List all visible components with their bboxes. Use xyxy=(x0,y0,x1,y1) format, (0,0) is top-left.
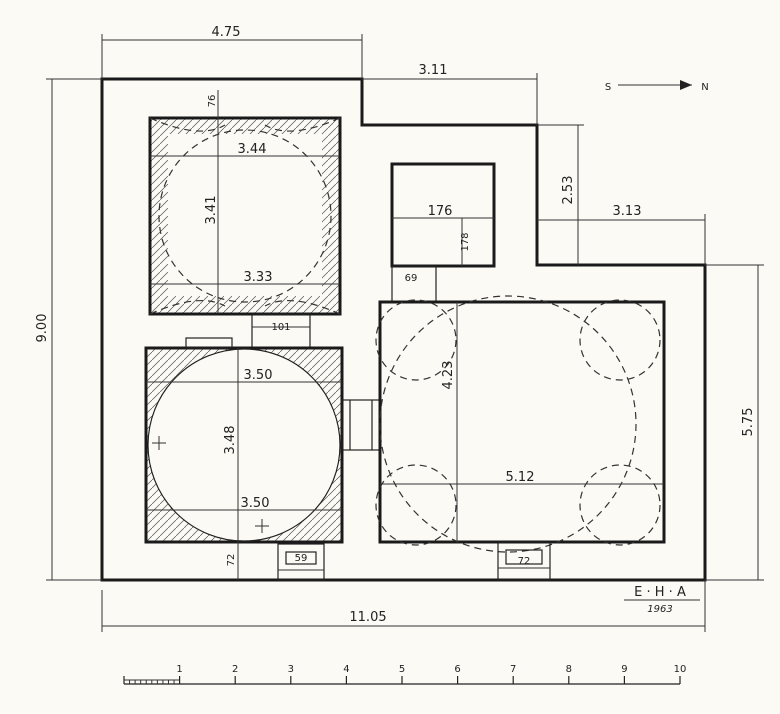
central-corridor xyxy=(341,399,381,451)
sw-domed-room xyxy=(144,337,344,580)
sw-door-width: 59 xyxy=(295,553,308,564)
dim-right-step-width: 3.13 xyxy=(613,204,642,219)
scale-bar: 1 2 3 4 5 6 7 8 9 10 xyxy=(123,664,687,685)
scale-label: 7 xyxy=(510,664,516,675)
scale-label: 6 xyxy=(454,664,460,675)
nw-dome-width-bottom: 3.33 xyxy=(244,270,273,285)
scale-label: 5 xyxy=(399,664,405,675)
sw-dome-width-top: 3.50 xyxy=(244,368,273,383)
scale-label: 1 xyxy=(176,664,182,675)
dim-top-left: 4.75 xyxy=(212,25,241,40)
north-arrow: S N xyxy=(605,80,709,93)
nw-wall: 76 xyxy=(207,95,218,108)
annex-width: 176 xyxy=(428,204,453,219)
scale-label: 3 xyxy=(288,664,294,675)
passage-width: 101 xyxy=(271,322,290,333)
sw-dome-width-bottom: 3.50 xyxy=(241,496,270,511)
east-door xyxy=(497,541,551,581)
signature-year: 1963 xyxy=(647,604,672,615)
north-arrow-right: N xyxy=(701,82,708,93)
dimension-lines xyxy=(46,34,764,632)
scale-label: 2 xyxy=(232,664,238,675)
signature: E · H · A 1963 xyxy=(624,585,700,615)
east-hall-height: 4.23 xyxy=(441,361,456,390)
north-arrow-left: S xyxy=(605,82,611,93)
scale-label: 8 xyxy=(566,664,572,675)
annex-room xyxy=(390,162,496,303)
dim-total-width: 11.05 xyxy=(349,610,386,625)
sw-door xyxy=(277,543,325,581)
dim-right-step-height: 2.53 xyxy=(561,176,576,205)
annex-depth: 178 xyxy=(460,232,471,251)
scale-label: 10 xyxy=(674,664,687,675)
scale-label: 4 xyxy=(343,664,349,675)
sw-dome-height: 3.48 xyxy=(223,426,238,455)
dim-total-height: 9.00 xyxy=(35,314,50,343)
nw-dome-width-top: 3.44 xyxy=(238,142,267,157)
east-door-width: 72 xyxy=(518,556,531,567)
east-hall-width: 5.12 xyxy=(506,470,535,485)
nw-domed-room xyxy=(148,90,342,316)
dim-top-right: 3.11 xyxy=(419,63,448,78)
nw-dome-height: 3.41 xyxy=(204,196,219,225)
sw-wall: 72 xyxy=(226,554,237,567)
annex-opening: 69 xyxy=(405,273,418,284)
signature-initials: E · H · A xyxy=(634,585,686,600)
scale-label: 9 xyxy=(621,664,627,675)
east-hall xyxy=(375,295,666,553)
dim-right-height: 5.75 xyxy=(741,408,756,437)
